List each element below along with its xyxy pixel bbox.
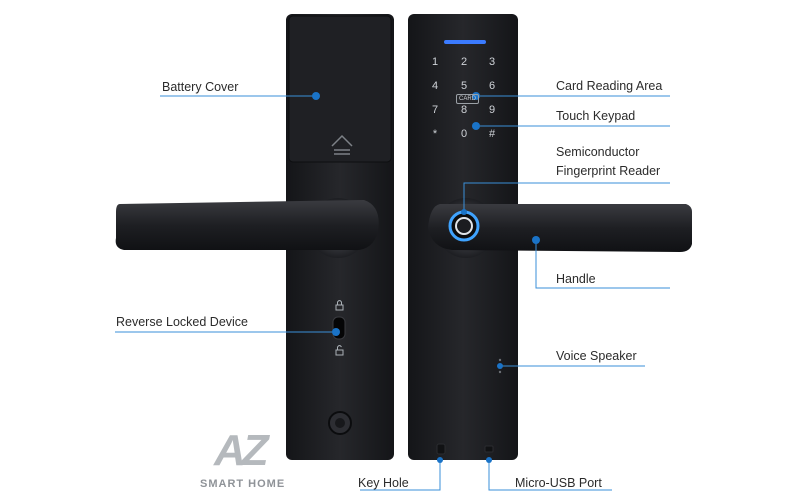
lock-closed-icon	[335, 300, 344, 311]
keypad-key[interactable]: 6	[488, 80, 496, 92]
brand-logo-mark: AZ	[214, 426, 269, 475]
callout-line-fingerprint	[463, 182, 670, 212]
micro-usb-port[interactable]	[484, 445, 494, 453]
label-touch-keypad: Touch Keypad	[556, 109, 636, 123]
callout-line-keyhole	[360, 460, 441, 491]
marker-fingerprint	[461, 209, 467, 215]
inner-lock-panel	[115, 14, 394, 460]
callout-line-usb	[488, 460, 612, 491]
key-hole[interactable]	[436, 443, 446, 455]
callout-line-handle	[535, 240, 670, 289]
keypad-key[interactable]: *	[432, 128, 438, 140]
label-fingerprint-line1: Semiconductor	[556, 145, 640, 159]
card-tag: CARD	[456, 94, 480, 104]
label-battery-cover: Battery Cover	[162, 80, 239, 94]
marker-reverse	[332, 328, 340, 336]
keypad-key[interactable]: 8	[460, 104, 468, 116]
battery-cover-panel	[288, 15, 392, 163]
inner-handle[interactable]	[115, 200, 379, 251]
label-handle: Handle	[556, 272, 596, 286]
fingerprint-reader-sensor	[455, 217, 473, 235]
marker-handle	[532, 236, 540, 244]
marker-battery	[312, 92, 320, 100]
label-card-reading-area: Card Reading Area	[556, 79, 663, 93]
label-micro-usb-port: Micro-USB Port	[515, 476, 602, 490]
keypad-key[interactable]: 5	[460, 80, 468, 92]
marker-keypad	[472, 122, 480, 130]
brand-logo-subtitle: SMART HOME	[200, 478, 286, 490]
keypad-key[interactable]: 0	[460, 128, 468, 140]
marker-usb	[486, 457, 492, 463]
label-fingerprint-line2: Fingerprint Reader	[556, 164, 661, 178]
inner-bottom-knob-center	[335, 418, 345, 428]
label-reverse-locked-device: Reverse Locked Device	[116, 315, 249, 329]
marker-speaker	[497, 363, 503, 369]
keypad-key[interactable]: 3	[488, 56, 496, 68]
label-voice-speaker: Voice Speaker	[556, 349, 637, 363]
callouts	[115, 95, 670, 491]
keypad-key[interactable]: 4	[431, 80, 439, 92]
lock-open-icon	[335, 345, 344, 356]
status-led	[444, 40, 486, 44]
outer-handle[interactable]	[428, 204, 692, 252]
marker-keyhole	[437, 457, 443, 463]
keypad-key[interactable]: 9	[488, 104, 496, 116]
label-key-hole: Key Hole	[358, 476, 409, 490]
keypad-key[interactable]: 1	[431, 56, 439, 68]
keypad-key[interactable]: 7	[431, 104, 439, 116]
keypad-key[interactable]: #	[488, 128, 496, 140]
keypad-key[interactable]: 2	[460, 56, 468, 68]
battery-cover-arrow-icon	[331, 134, 353, 155]
